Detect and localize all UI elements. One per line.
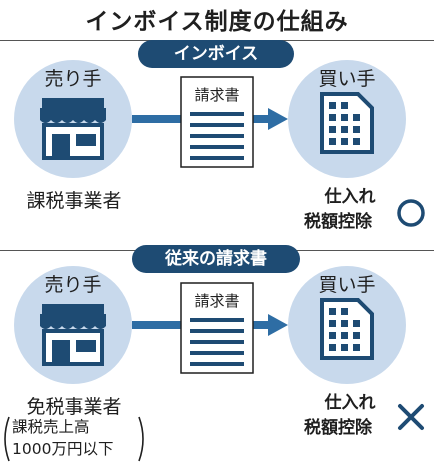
circle-mark-icon: [396, 198, 426, 228]
invoice-document: [180, 76, 254, 168]
open-paren: [0, 416, 10, 462]
seller-sales-threshold: 1000万円以下: [12, 440, 114, 458]
seller-description: 免税事業者: [26, 396, 122, 418]
document-label: 請求書: [194, 86, 240, 104]
section-header-conventional: 従来の請求書: [132, 245, 300, 273]
shop-icon: [40, 98, 106, 160]
seller-description: 課税事業者: [26, 190, 122, 212]
seller-sales-note: 課税売上高: [12, 418, 90, 436]
invoice-document: [180, 282, 254, 374]
result-line1: 仕入れ: [324, 393, 376, 413]
cross-mark-icon: [396, 402, 426, 432]
buyer-label: 買い手: [318, 68, 376, 90]
building-icon: [320, 92, 374, 154]
seller-label: 売り手: [44, 274, 102, 296]
shop-icon: [40, 304, 106, 366]
result-line1: 仕入れ: [324, 187, 376, 207]
result-line2: 税額控除: [304, 212, 372, 232]
buyer-label: 買い手: [318, 274, 376, 296]
result-line2: 税額控除: [304, 418, 372, 438]
section-header-invoice: インボイス: [138, 40, 294, 68]
close-paren: [138, 416, 148, 462]
building-icon: [320, 298, 374, 360]
page-title: インボイス制度の仕組み: [85, 9, 349, 35]
seller-label: 売り手: [44, 68, 102, 90]
document-label: 請求書: [194, 292, 240, 310]
